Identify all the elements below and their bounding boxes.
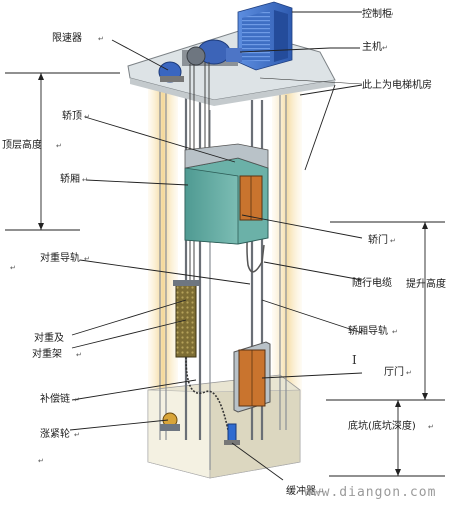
elevator-car [184, 143, 269, 245]
landing-door [233, 341, 271, 413]
paragraph-marks: ↵ ↵ ↵ ↵ ↵ ↵ ↵ ↵ ↵ ↵ ↵ ↵ ↵ ↵ ↵ ↵ ↵ ↵ [10, 11, 442, 496]
label-landing-door: 厅门 [384, 365, 404, 378]
leader-lines [5, 11, 445, 481]
para-mark: ↵ [318, 488, 324, 496]
label-car-door: 轿门 [368, 233, 388, 246]
control-cabinet [237, 1, 293, 71]
para-mark: ↵ [56, 142, 62, 150]
label-car-rail: 轿厢导轨 [348, 324, 388, 337]
label-control-cabinet: 控制柜 [362, 7, 392, 20]
para-mark: ↵ [76, 351, 82, 359]
para-mark: ↵ [74, 396, 80, 404]
counterweight [173, 280, 199, 358]
label-counterweight-1: 对重及 [34, 331, 64, 344]
label-compensation-chain: 补偿链 [40, 392, 70, 405]
para-mark: ↵ [382, 44, 388, 52]
para-mark: ↵ [392, 328, 398, 336]
label-car: 轿厢 [60, 172, 80, 185]
main-machine [182, 39, 242, 66]
label-car-top: 轿顶 [62, 109, 82, 122]
compensation-chain [185, 356, 231, 441]
label-counterweight-rail: 对重导轨 [40, 251, 80, 264]
dimension-arrows [38, 73, 428, 476]
para-mark: ↵ [436, 281, 442, 289]
label-main-machine: 主机 [362, 40, 382, 53]
tension-pulley [160, 412, 180, 431]
para-mark: ↵ [38, 457, 44, 465]
label-lift-height: 提升高度 [406, 277, 446, 290]
para-mark: ↵ [388, 11, 394, 19]
watermark: www.diangon.com [304, 485, 436, 500]
para-mark: ↵ [84, 255, 90, 263]
para-mark: ↵ [406, 369, 412, 377]
para-mark: ↵ [84, 113, 90, 121]
label-tension-pulley: 涨紧轮 [40, 427, 70, 440]
label-buffer: 缓冲器 [286, 484, 316, 497]
buffer [224, 423, 240, 445]
para-mark: ↵ [98, 35, 104, 43]
speed-limiter [158, 61, 184, 83]
label-speed-limiter: 限速器 [52, 32, 82, 44]
shaft-glow [148, 70, 302, 400]
labels: 控制柜 主机 限速器 此上为电梯机房 轿顶 顶层高度 轿厢 轿门 对重导轨 随行… [2, 7, 446, 497]
label-traveling-cable: 随行电缆 [352, 276, 392, 289]
para-mark: ↵ [10, 264, 16, 272]
para-mark: ↵ [74, 431, 80, 439]
para-mark: ↵ [390, 237, 396, 245]
para-mark: ↵ [428, 423, 434, 431]
label-pit-depth: 底坑(底坑深度) [348, 419, 416, 432]
label-machine-room: 此上为电梯机房 [362, 78, 432, 91]
text-cursor-icon: I [352, 353, 357, 367]
label-top-floor-height: 顶层高度 [2, 138, 42, 151]
label-counterweight-2: 对重架 [32, 347, 62, 360]
para-mark: ↵ [82, 176, 88, 184]
